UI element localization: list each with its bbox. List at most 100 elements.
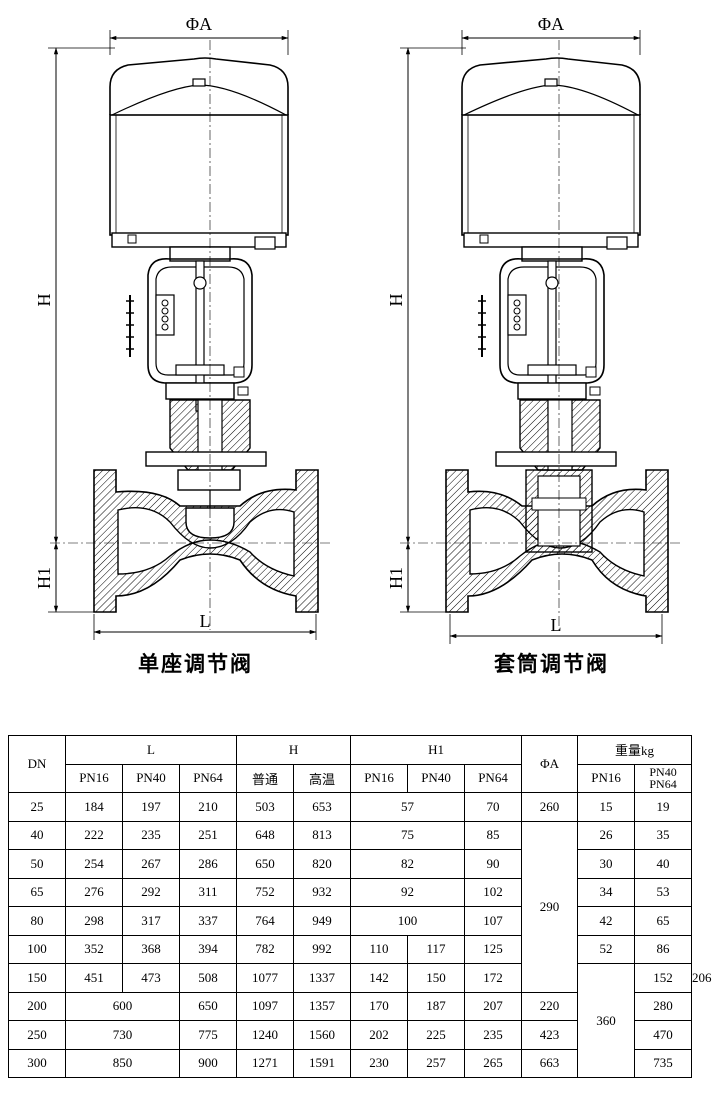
cell-dn: 100 xyxy=(8,934,66,964)
left-phi-a-label: ΦA xyxy=(186,14,212,34)
cell-weight-pn16: 26 xyxy=(577,820,636,850)
cell-l-pn16: 352 xyxy=(65,934,123,964)
cell-h1-pn64: 107 xyxy=(464,906,523,936)
cell-weight-pn16: 220 xyxy=(521,991,579,1021)
cell-h1-pn16-pn40: 82 xyxy=(350,849,466,879)
cell-l-pn64: 337 xyxy=(179,906,237,936)
cell-h1-pn64: 102 xyxy=(464,877,523,907)
cell-l-pn40: 235 xyxy=(122,820,180,850)
cell-l-pn16: 276 xyxy=(65,877,123,907)
cell-l-pn40: 197 xyxy=(122,792,180,822)
cell-l-pn40: 473 xyxy=(122,963,180,993)
subheader-h-high-temp: 高温 xyxy=(292,763,352,793)
cell-weight-pn40-pn64: 19 xyxy=(634,792,693,822)
cell-h-high-temp: 992 xyxy=(292,934,352,964)
cell-weight-pn40-pn64: 65 xyxy=(634,906,693,936)
cell-h-normal: 782 xyxy=(236,934,294,964)
cell-h1-pn64: 90 xyxy=(464,849,523,879)
subheader-l-pn40: PN40 xyxy=(122,763,180,793)
cell-l-pn16: 254 xyxy=(65,849,123,879)
cell-weight-pn40-pn64: 40 xyxy=(634,849,693,879)
cell-weight-pn16: 423 xyxy=(521,1020,579,1050)
cell-weight-pn16: 30 xyxy=(577,849,636,879)
cell-weight-pn16: 663 xyxy=(521,1048,579,1078)
cell-h1-pn64: 235 xyxy=(464,1020,523,1050)
cell-weight-pn40-pn64: 53 xyxy=(634,877,693,907)
table-row: 300 850 900 1271 1591 230 257 265 663 73… xyxy=(8,1048,693,1078)
header-dn: DN xyxy=(8,735,66,793)
cell-h1-pn64: 265 xyxy=(464,1048,523,1078)
subheader-weight-pn64: PN64 xyxy=(649,777,677,792)
cell-h-normal: 1077 xyxy=(236,963,294,993)
cell-weight-pn40-pn64: 735 xyxy=(634,1048,693,1078)
cell-l-pn64: 650 xyxy=(179,991,237,1021)
cell-l-pn16-pn40: 600 xyxy=(65,991,180,1021)
subheader-h-normal: 普通 xyxy=(236,763,294,793)
cell-h1-pn16: 170 xyxy=(350,991,409,1021)
table-row: 50 254 267 286 650 820 82 90 30 40 xyxy=(8,849,693,879)
cell-dn: 50 xyxy=(8,849,66,879)
cell-h1-pn64: 172 xyxy=(464,963,523,993)
cell-phi-a: 260 xyxy=(521,792,579,822)
cell-h1-pn40: 150 xyxy=(407,963,466,993)
cell-h-normal: 648 xyxy=(236,820,294,850)
left-h1-label: H1 xyxy=(34,567,54,589)
header-l: L xyxy=(65,735,237,765)
cell-h1-pn40: 225 xyxy=(407,1020,466,1050)
cell-dn: 200 xyxy=(8,991,66,1021)
cell-weight-pn16: 152 xyxy=(634,963,693,993)
table-row: 40 222 235 251 648 813 75 85 290 26 35 xyxy=(8,820,693,993)
cell-h-high-temp: 820 xyxy=(292,849,352,879)
cell-h-high-temp: 653 xyxy=(292,792,352,822)
single-seat-valve-caption: 单座调节阀 xyxy=(138,652,253,676)
cell-h-normal: 1271 xyxy=(236,1048,294,1078)
cell-h1-pn16: 142 xyxy=(350,963,409,993)
cell-dn: 80 xyxy=(8,906,66,936)
cell-l-pn64: 251 xyxy=(179,820,237,850)
cell-h-high-temp: 813 xyxy=(292,820,352,850)
right-phi-a-label: ΦA xyxy=(538,14,564,34)
cell-weight-pn16: 52 xyxy=(577,934,636,964)
cell-weight-pn16: 34 xyxy=(577,877,636,907)
cell-l-pn40: 317 xyxy=(122,906,180,936)
subheader-h1-pn16: PN16 xyxy=(350,763,409,793)
cell-h1-pn40: 187 xyxy=(407,991,466,1021)
header-h: H xyxy=(235,735,352,765)
subheader-l-pn64: PN64 xyxy=(179,763,237,793)
cell-h1-pn64: 207 xyxy=(464,991,523,1021)
cell-l-pn64: 210 xyxy=(179,792,237,822)
cage-valve-drawing: ΦA H H1 L xyxy=(386,14,680,644)
header-h1: H1 xyxy=(350,735,523,765)
cell-h-high-temp: 1591 xyxy=(292,1048,352,1078)
right-h-label: H xyxy=(386,294,406,307)
cell-dn: 40 xyxy=(8,820,66,850)
cell-l-pn64: 508 xyxy=(179,963,237,993)
header-weight: 重量kg xyxy=(577,735,693,765)
cell-h-normal: 1097 xyxy=(236,991,294,1021)
spec-table: DN L H H1 ΦA 重量kg PN16 PN40 PN64 普通 高温 P… xyxy=(8,735,712,1078)
left-l-label: L xyxy=(200,611,211,631)
single-seat-valve-drawing: ΦA H H1 L xyxy=(34,14,330,640)
table-row: 150 451 473 508 1077 1337 142 150 172 36… xyxy=(8,963,712,1078)
cell-weight-pn16: 15 xyxy=(577,792,636,822)
subheader-l-pn16: PN16 xyxy=(65,763,123,793)
cell-h1-pn16: 202 xyxy=(350,1020,409,1050)
cell-h1-pn40: 117 xyxy=(407,934,466,964)
cell-h1-pn16-pn40: 75 xyxy=(350,820,466,850)
cell-weight-pn40-pn64: 280 xyxy=(634,991,693,1021)
cell-l-pn16-pn40: 850 xyxy=(65,1048,180,1078)
cell-h-normal: 1240 xyxy=(236,1020,294,1050)
right-h1-label: H1 xyxy=(386,567,406,589)
subheader-weight-pn16: PN16 xyxy=(577,763,636,793)
cell-l-pn16: 184 xyxy=(65,792,123,822)
cell-l-pn16: 451 xyxy=(65,963,123,993)
right-l-label: L xyxy=(551,615,562,635)
cell-dn: 300 xyxy=(8,1048,66,1078)
cell-h-normal: 650 xyxy=(236,849,294,879)
cell-h1-pn16: 110 xyxy=(350,934,409,964)
cell-l-pn40: 292 xyxy=(122,877,180,907)
table-row: 65 276 292 311 752 932 92 102 34 53 xyxy=(8,877,693,907)
table-row: 250 730 775 1240 1560 202 225 235 423 47… xyxy=(8,1020,693,1050)
cell-l-pn40: 267 xyxy=(122,849,180,879)
cell-h1-pn64: 70 xyxy=(464,792,523,822)
